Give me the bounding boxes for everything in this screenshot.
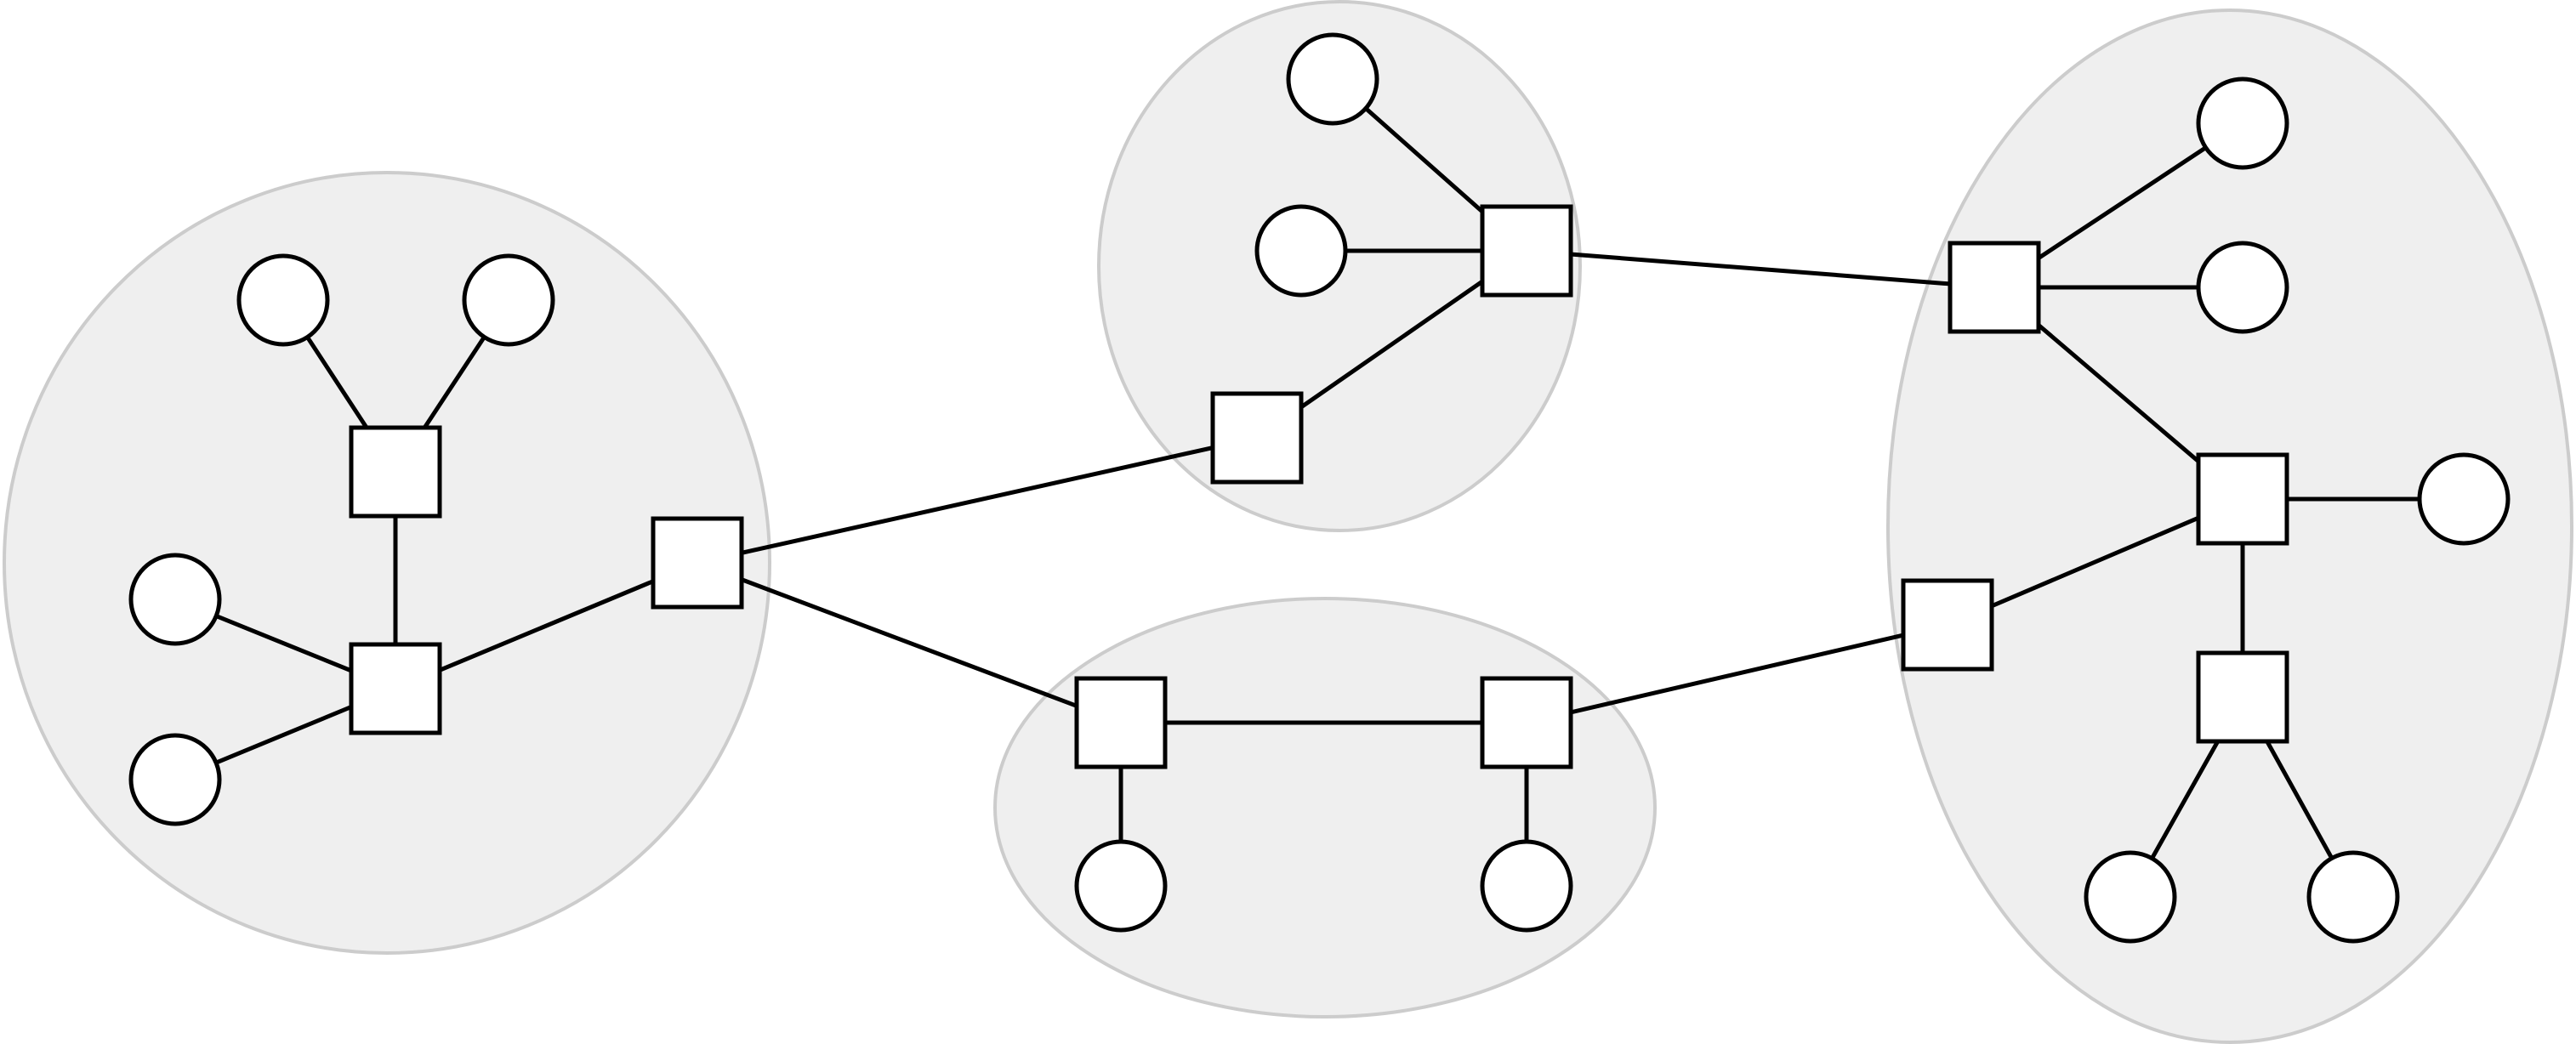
- circle-node-c6: [1254, 204, 1348, 298]
- square-node-s9: [2196, 452, 2289, 546]
- circle-node-c4: [128, 733, 222, 826]
- nodes-layer: [128, 32, 2511, 944]
- square-node-s5: [1480, 204, 1573, 298]
- edge-s3-s6: [695, 560, 1123, 725]
- circle-node-c11: [2417, 452, 2511, 546]
- circle-node-c2: [462, 253, 555, 347]
- circle-node-c8: [1480, 839, 1573, 933]
- circle-node-c10: [2196, 241, 2289, 334]
- square-node-s8: [1948, 241, 2041, 334]
- square-node-s3: [651, 516, 744, 610]
- circle-node-c12: [2084, 850, 2177, 944]
- circle-node-c13: [2306, 850, 2400, 944]
- circle-node-c9: [2196, 77, 2289, 170]
- edge-s5-s8: [1524, 248, 1997, 290]
- square-node-s1: [349, 425, 442, 519]
- circle-node-c1: [236, 253, 330, 347]
- square-node-s7: [1480, 676, 1573, 769]
- edge-s3-s4: [695, 435, 1260, 565]
- group-g3: [993, 597, 1657, 1018]
- square-node-s11: [1901, 578, 1994, 672]
- edge-s11-s9: [1945, 496, 2245, 627]
- square-node-s2: [349, 642, 442, 735]
- edge-s7-s11: [1524, 622, 1950, 725]
- edge-s2-s3: [393, 560, 700, 691]
- square-node-s4: [1210, 391, 1304, 485]
- square-node-s10: [2196, 650, 2289, 744]
- square-node-s6: [1074, 676, 1168, 769]
- circle-node-c7: [1074, 839, 1168, 933]
- circle-node-c5: [1286, 32, 1379, 126]
- circle-node-c3: [128, 553, 222, 646]
